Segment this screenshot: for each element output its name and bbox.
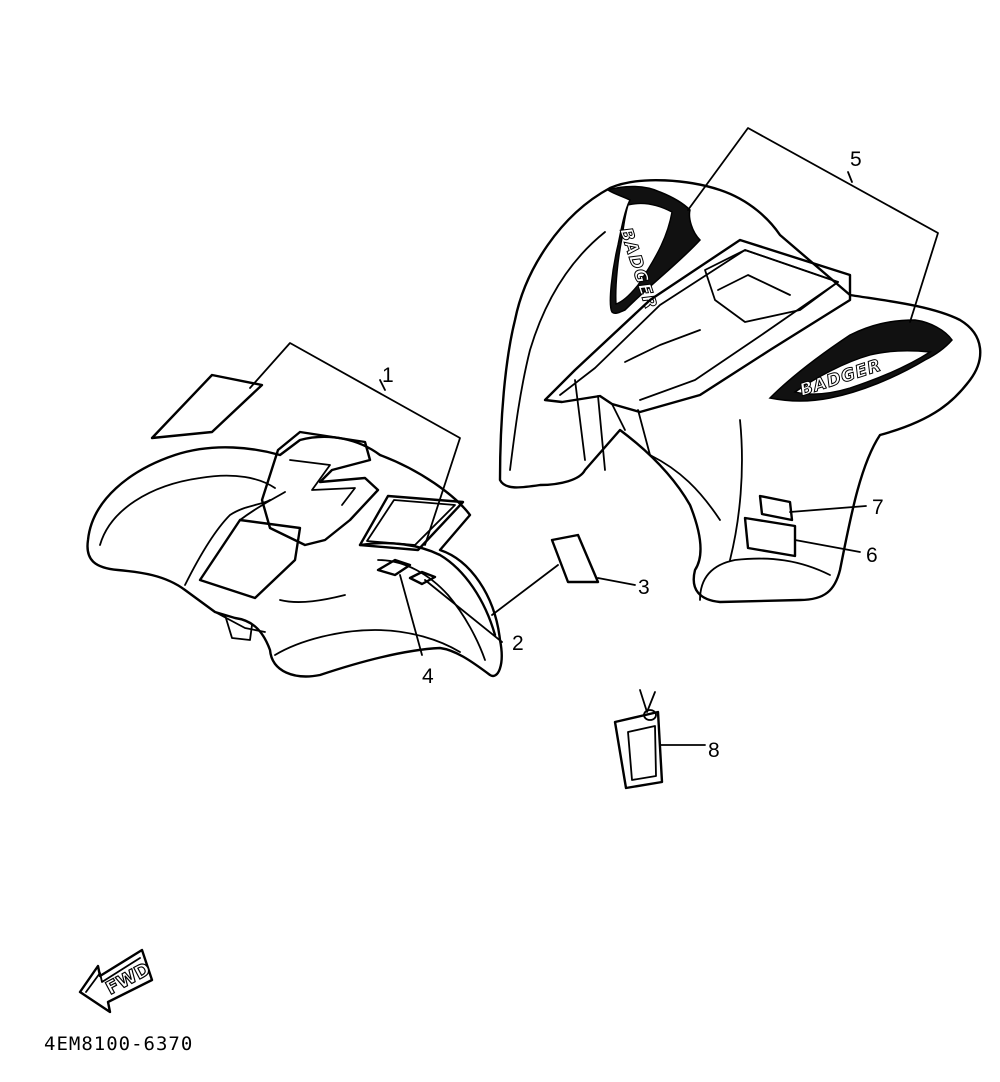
front-fender-decal (150, 373, 465, 552)
callout-6-7-leaders (789, 505, 867, 553)
decal-3 (491, 533, 636, 616)
callout-7: 7 (872, 496, 884, 519)
hang-tag (613, 689, 706, 790)
callout-1: 1 (382, 364, 394, 387)
callout-8: 8 (708, 739, 720, 762)
callout-3: 3 (638, 576, 650, 599)
rear-fender: BADGER BADGER (498, 179, 982, 604)
callout-2: 2 (512, 632, 524, 655)
callout-5-leader (687, 127, 939, 323)
callout-5: 5 (850, 148, 862, 171)
callout-4: 4 (422, 665, 434, 688)
callout-1-leader (249, 342, 461, 546)
drawing-number: 4EM8100-6370 (44, 1033, 193, 1055)
decal-2-and-4 (376, 558, 503, 656)
front-fender (86, 430, 503, 678)
callout-6: 6 (866, 544, 878, 567)
forward-arrow-icon: FWD (78, 948, 155, 1014)
